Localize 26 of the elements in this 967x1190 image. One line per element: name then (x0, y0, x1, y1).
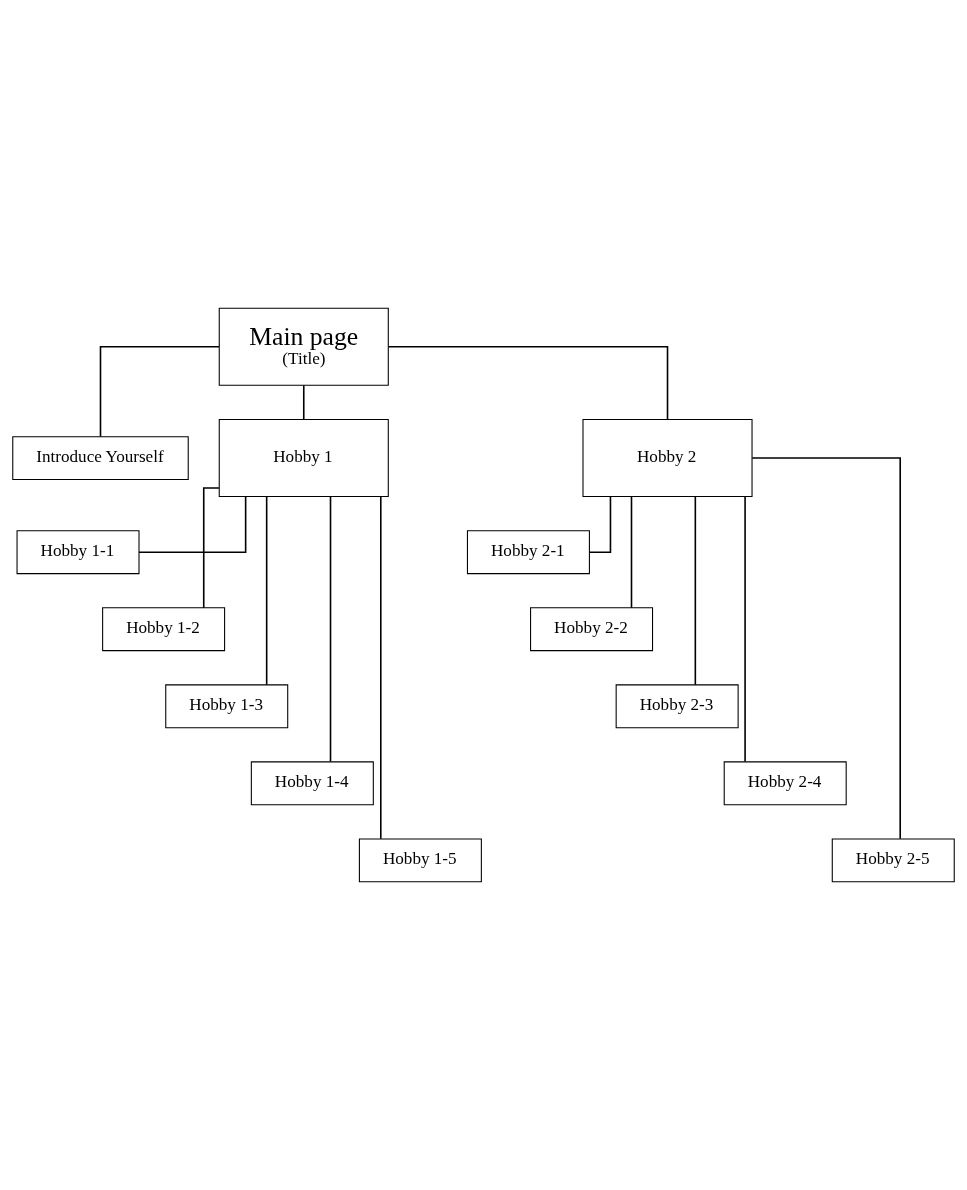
connector (751, 457, 901, 840)
node-box: Introduce Yourself (12, 436, 189, 480)
connector (380, 495, 382, 840)
connector (265, 496, 268, 686)
node-box: Hobby 1-3 (165, 684, 289, 729)
connector (99, 346, 220, 438)
node-box: Hobby 2-1 (466, 530, 590, 575)
connector (302, 384, 305, 421)
node-box: Hobby 1-2 (102, 607, 226, 652)
node-box: Hobby 1-5 (358, 838, 482, 883)
connector (387, 346, 669, 421)
node-box: Hobby 2-3 (615, 684, 739, 729)
node-box: Hobby 2 (582, 419, 753, 498)
connector (744, 495, 746, 763)
node-box: Hobby 2-2 (530, 607, 654, 652)
connector (138, 495, 247, 553)
connector (630, 496, 633, 609)
connector (329, 495, 332, 763)
node-box: Main page (Title) (218, 307, 389, 386)
connector (694, 496, 697, 686)
connector (588, 495, 612, 553)
node-box: Hobby 1 (218, 419, 389, 498)
node-box: Hobby 1-1 (16, 530, 140, 575)
node-box: Hobby 1-4 (250, 761, 374, 806)
node-box: Hobby 2-4 (723, 761, 847, 806)
node-box: Hobby 2-5 (831, 838, 955, 883)
